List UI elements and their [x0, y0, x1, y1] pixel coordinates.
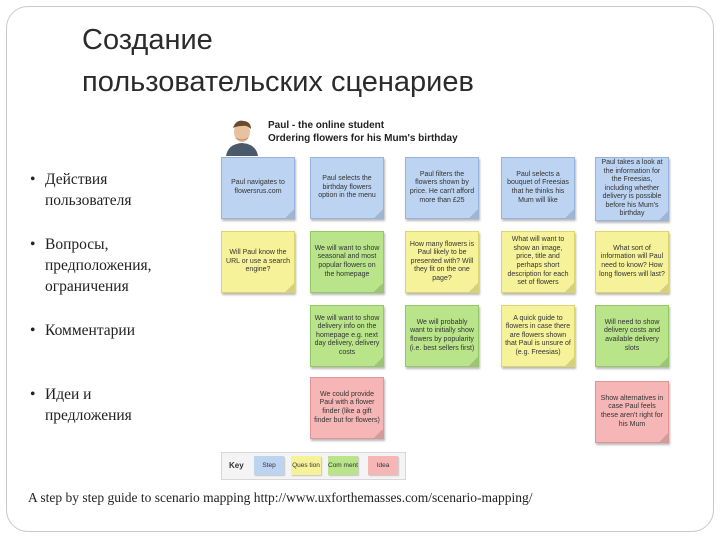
bullet-comments: • Комментарии — [30, 320, 135, 341]
slide-title-line-1: Создание — [82, 24, 213, 56]
note-idea: We could provide Paul with a flower find… — [310, 377, 384, 439]
bullet-text-line: ограничения — [45, 278, 129, 295]
persona-name: Paul - the online student — [268, 120, 385, 131]
note-comment: We will want to show delivery info on th… — [310, 305, 384, 367]
key-idea-chip: Idea — [368, 456, 398, 475]
key-legend: Key Step Ques tion Com ment Idea — [221, 452, 406, 480]
bullet-text-line: предположения, — [45, 257, 152, 274]
note-question: How many flowers is Paul likely to be pr… — [405, 231, 479, 293]
bullet-text-line: Вопросы, — [45, 236, 109, 253]
bullet-text-line: Комментарии — [45, 322, 135, 339]
bullet-marker: • — [30, 386, 36, 403]
bullet-ideas: • Идеи и предложения — [30, 384, 132, 426]
key-question-chip: Ques tion — [291, 456, 321, 475]
bullet-text-line: предложения — [45, 407, 132, 424]
source-footer: A step by step guide to scenario mapping… — [28, 490, 533, 505]
persona-caption: Paul - the online student Ordering flowe… — [268, 119, 458, 145]
bullet-text-line: пользователя — [45, 192, 132, 209]
key-comment-chip: Com ment — [328, 456, 358, 475]
note-comment: We will want to show seasonal and most p… — [310, 231, 384, 293]
bullet-marker: • — [30, 171, 36, 188]
note-step: Paul takes a look at the information for… — [595, 157, 669, 221]
note-step: Paul navigates to flowersrus.com — [221, 157, 295, 219]
note-step: Paul selects a bouquet of Freesias that … — [501, 157, 575, 219]
note-step: Paul filters the flowers shown by price.… — [405, 157, 479, 219]
note-question: A quick guide to flowers in case there a… — [501, 305, 575, 367]
key-step-chip: Step — [254, 456, 284, 475]
note-question: What will want to show an image, price, … — [501, 231, 575, 293]
key-label: Key — [229, 461, 244, 470]
persona-scenario: Ordering flowers for his Mum's birthday — [268, 133, 458, 144]
bullet-text-line: Действия — [45, 171, 108, 188]
bullet-questions: • Вопросы, предположения, ограничения — [30, 234, 152, 297]
slide-title-line-2: пользовательских сценариев — [82, 66, 474, 98]
bullet-marker: • — [30, 322, 36, 339]
note-comment: Will need to show delivery costs and ava… — [595, 305, 669, 367]
note-idea: Show alternatives in case Paul feels the… — [595, 381, 669, 443]
bullet-text-line: Идеи и — [45, 386, 92, 403]
bullet-marker: • — [30, 236, 36, 253]
note-comment: We will probably want to initially show … — [405, 305, 479, 367]
note-question: Will Paul know the URL or use a search e… — [221, 231, 295, 293]
note-step: Paul selects the birthday flowers option… — [310, 157, 384, 219]
note-question: What sort of information will Paul need … — [595, 231, 669, 293]
bullet-actions: • Действия пользователя — [30, 169, 132, 211]
persona-avatar — [222, 116, 262, 156]
